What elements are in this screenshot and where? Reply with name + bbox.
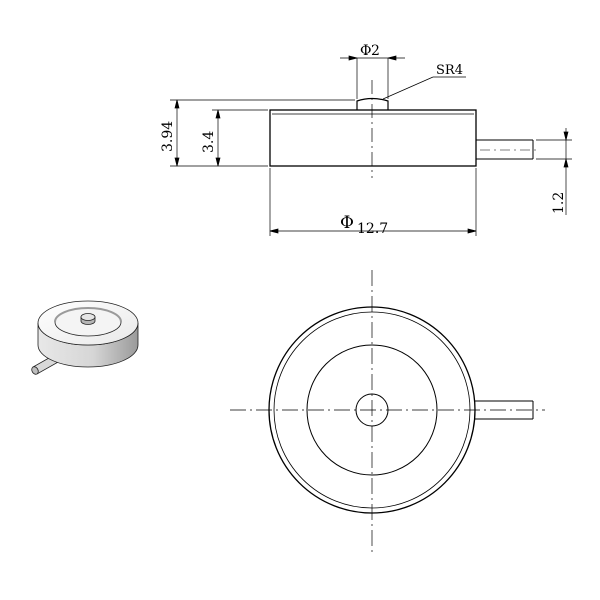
side-view	[269, 80, 540, 178]
cable-top	[474, 400, 534, 420]
dim-height-total-value: 3.94	[160, 121, 176, 152]
leader-sr4	[382, 76, 466, 100]
dim-top-diameter	[340, 55, 405, 99]
dim-height-total	[170, 99, 355, 167]
dim-cable-value: 1.2	[551, 192, 567, 214]
dim-cable	[536, 128, 572, 215]
dim-body-diameter-symbol: Φ	[340, 213, 354, 233]
body-outline	[269, 109, 477, 167]
dim-top-diameter-value: 2	[371, 43, 380, 59]
dim-height-body	[212, 109, 268, 167]
isometric-view	[31, 300, 139, 375]
top-view	[230, 270, 545, 552]
dim-body-diameter-value: 12.7	[357, 221, 388, 237]
top-button	[356, 97, 389, 110]
dim-height-body-value: 3.4	[201, 131, 217, 153]
dim-body-diameter	[269, 168, 477, 236]
inner-recess	[306, 344, 438, 476]
dim-top-diameter-symbol: Φ	[360, 43, 371, 59]
cable-side	[476, 139, 540, 160]
label-sr4: SR4	[436, 63, 463, 78]
